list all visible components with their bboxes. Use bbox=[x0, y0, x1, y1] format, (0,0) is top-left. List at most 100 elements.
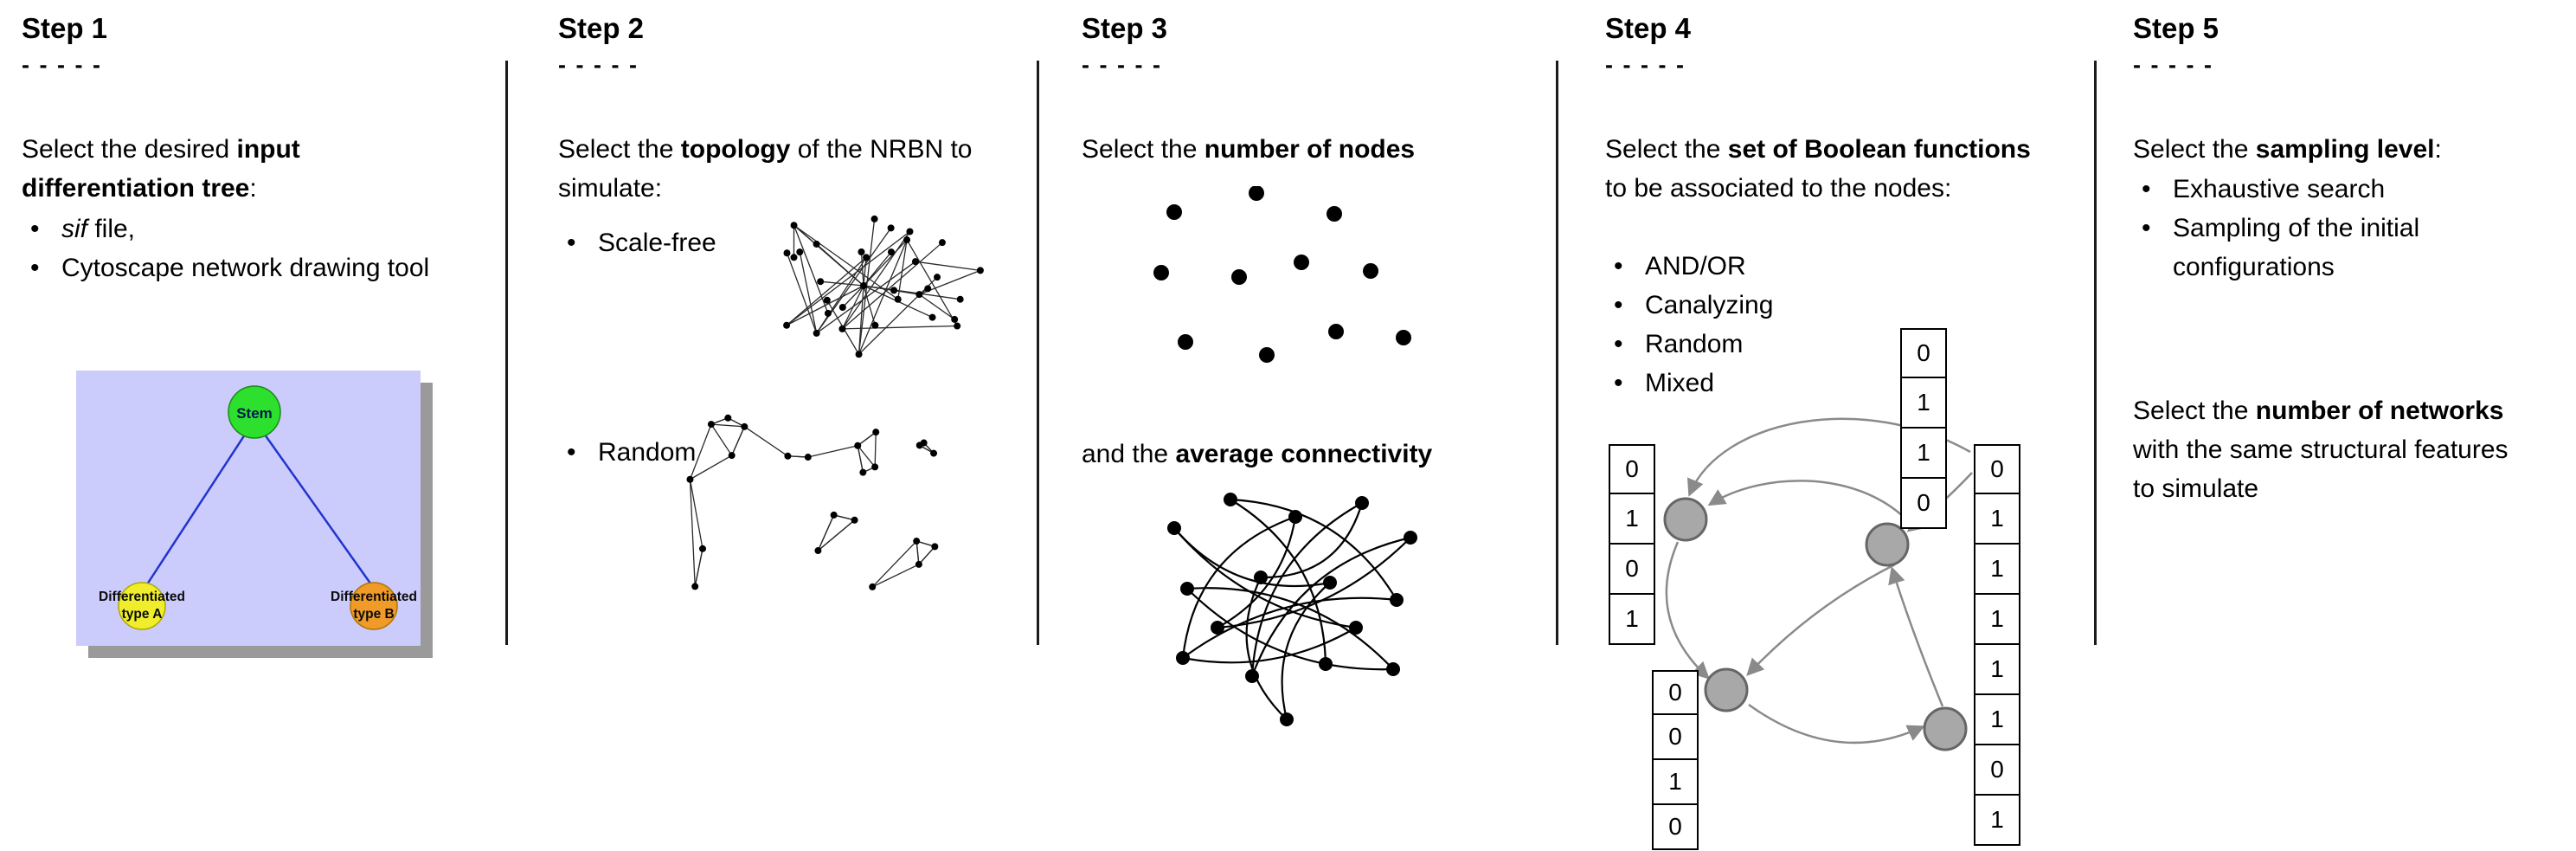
step3-line2: and the average connectivity bbox=[1082, 435, 1432, 474]
network-edge bbox=[863, 257, 867, 287]
step3-line1-pre: Select the bbox=[1082, 135, 1204, 164]
node-dot bbox=[1327, 206, 1342, 222]
network-node bbox=[871, 321, 879, 329]
network-edge bbox=[793, 225, 829, 314]
connectivity-node bbox=[1224, 493, 1237, 506]
step1-intro: Select the desired input differentiation… bbox=[22, 130, 476, 208]
network-node bbox=[976, 267, 984, 274]
connectivity-node bbox=[1254, 571, 1268, 584]
type-b-label-line1: Differentiated bbox=[331, 590, 417, 604]
step4-intro: Select the set of Boolean functions to b… bbox=[1605, 130, 2038, 208]
network-node bbox=[887, 224, 895, 232]
connectivity-edge bbox=[1260, 502, 1364, 579]
step1-sif-italic: sif bbox=[61, 215, 87, 243]
step1-bullet-sif-file: sif file, bbox=[22, 210, 454, 248]
node-dot bbox=[1396, 330, 1411, 345]
network-edge bbox=[918, 293, 955, 320]
network-node bbox=[887, 248, 895, 256]
boolean-cell: 1 bbox=[1974, 645, 2020, 695]
network-node bbox=[924, 285, 932, 293]
type-b-label-line2: type B bbox=[353, 607, 394, 622]
network-edge bbox=[842, 242, 943, 330]
step5-dashes: - - - - - bbox=[2133, 52, 2213, 78]
boolean-network-svg bbox=[1663, 417, 1973, 751]
stem-node bbox=[228, 385, 281, 439]
network-node bbox=[728, 452, 736, 460]
connectivity-node bbox=[1319, 657, 1333, 671]
connectivity-node bbox=[1323, 576, 1337, 590]
network-node bbox=[928, 313, 936, 321]
network-node bbox=[951, 315, 959, 323]
network-node bbox=[906, 228, 914, 235]
connectivity-node bbox=[1404, 531, 1417, 545]
connectivity-network-picture bbox=[1167, 493, 1417, 726]
network-edge bbox=[842, 325, 958, 330]
connectivity-node bbox=[1288, 510, 1302, 524]
boolean-cell: 1 bbox=[1974, 494, 2020, 545]
type-a-label-line2: type A bbox=[122, 607, 163, 622]
network-edge bbox=[731, 426, 745, 456]
step1-bullet-cytoscape: Cytoscape network drawing tool bbox=[22, 248, 454, 287]
network-edge bbox=[918, 545, 935, 565]
arrow-d-to-b bbox=[1888, 566, 1944, 707]
network-edge bbox=[906, 239, 958, 326]
step4-bullet-and-or: AND/OR bbox=[1605, 247, 1969, 286]
boolean-cell: 0 bbox=[1609, 545, 1655, 595]
boolean-cell: 0 bbox=[1652, 805, 1699, 850]
network-edge bbox=[863, 239, 908, 287]
network-node bbox=[724, 414, 732, 422]
network-edge bbox=[786, 230, 910, 326]
connectivity-node bbox=[1176, 651, 1190, 665]
step4-bullet-mixed: Mixed bbox=[1605, 364, 1969, 403]
step5-paragraph2: Select the number of networks with the s… bbox=[2133, 391, 2524, 508]
network-node bbox=[956, 295, 964, 303]
network-edge bbox=[871, 540, 917, 588]
arrow-b-to-c bbox=[1746, 563, 1896, 676]
node-dot bbox=[1166, 204, 1182, 220]
step2-bullet-scale-free: Scale-free bbox=[558, 223, 904, 262]
network-node bbox=[855, 351, 863, 358]
boolean-node-c bbox=[1704, 667, 1749, 712]
column-divider bbox=[1556, 61, 1558, 645]
network-node bbox=[813, 329, 820, 337]
network-node bbox=[686, 475, 694, 483]
network-node bbox=[783, 321, 791, 329]
step5-bullet-sampling: Sampling of the initial configurations bbox=[2133, 209, 2566, 287]
connectivity-edge bbox=[1245, 577, 1288, 720]
step4-intro-bold: set of Boolean functions bbox=[1727, 135, 2031, 164]
network-node bbox=[824, 309, 832, 317]
boolean-cell: 0 bbox=[1900, 328, 1947, 378]
connectivity-edge bbox=[1250, 536, 1411, 677]
type-a-label-line1: Differentiated bbox=[99, 590, 185, 604]
network-edge bbox=[689, 423, 712, 480]
boolean-cell: 0 bbox=[1652, 715, 1699, 760]
scale-free-network-picture bbox=[783, 215, 984, 358]
network-node bbox=[869, 583, 877, 590]
network-node bbox=[903, 236, 911, 244]
step3-line1-bold: number of nodes bbox=[1204, 135, 1416, 164]
step5-intro: Select the sampling level: bbox=[2133, 130, 2442, 169]
boolean-cell: 0 bbox=[1652, 670, 1699, 715]
connectivity-node bbox=[1245, 669, 1259, 683]
connectivity-node bbox=[1280, 712, 1294, 726]
network-node bbox=[934, 274, 941, 281]
boolean-cell: 0 bbox=[1900, 479, 1947, 529]
network-node bbox=[796, 248, 804, 256]
step5-intro-pre: Select the bbox=[2133, 135, 2256, 164]
differentiated-type-a-node bbox=[118, 582, 166, 630]
step2-dashes: - - - - - bbox=[558, 52, 639, 78]
network-node bbox=[814, 547, 822, 555]
network-node bbox=[838, 304, 846, 312]
network-node bbox=[915, 291, 923, 299]
step3-title: Step 3 bbox=[1082, 12, 1168, 44]
column-divider bbox=[1037, 61, 1039, 645]
network-edge bbox=[743, 426, 788, 457]
column-divider bbox=[2094, 61, 2097, 645]
network-edge bbox=[857, 445, 876, 467]
network-edge bbox=[858, 239, 908, 355]
network-edge bbox=[786, 256, 867, 326]
connectivity-edge bbox=[1217, 537, 1411, 629]
boolean-cell: 0 bbox=[1974, 444, 2020, 494]
